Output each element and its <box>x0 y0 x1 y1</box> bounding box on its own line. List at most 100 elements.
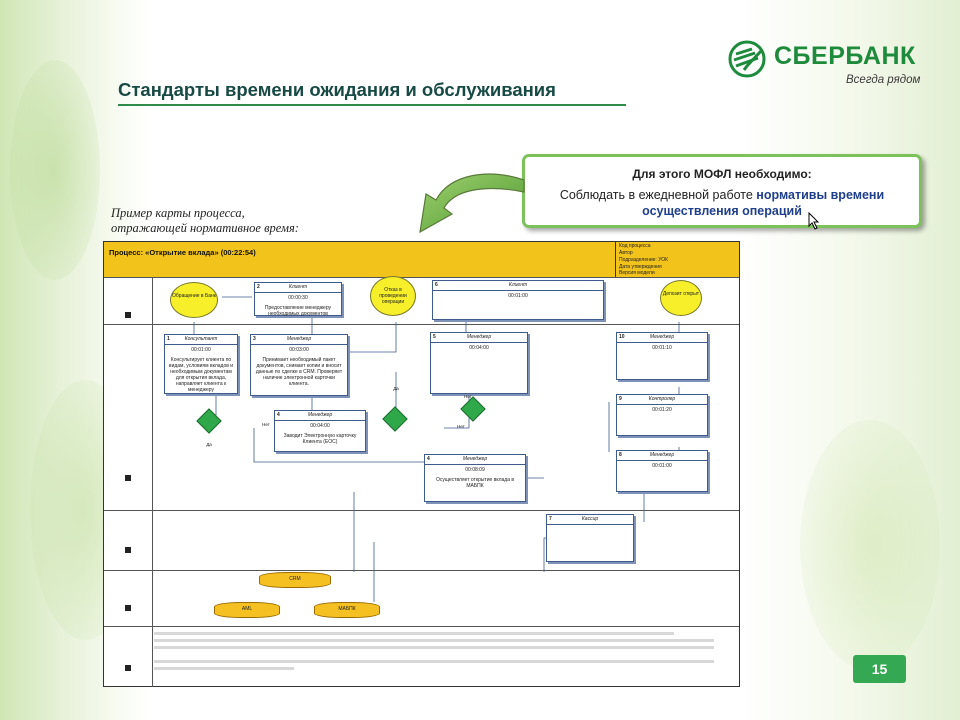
step-time: 00:08:09 <box>465 467 485 473</box>
step-time: 00:03:00 <box>289 347 309 353</box>
step-number: 4 <box>277 412 280 418</box>
step-time: 00:04:00 <box>469 345 489 351</box>
step-number: 2 <box>257 284 260 290</box>
step-role: Менеджер <box>617 451 707 461</box>
system-aml: AML <box>214 602 280 618</box>
step-text: Принимает необходимый пакет документов, … <box>255 357 343 387</box>
step-number: 9 <box>619 396 622 402</box>
step-number: 3 <box>253 336 256 342</box>
lane-label <box>104 627 153 687</box>
step-number: 7 <box>549 516 552 522</box>
step-box: Менеджер 10 00:01:10 <box>616 332 708 380</box>
step-number: 6 <box>435 282 438 288</box>
step-box: Менеджер 5 00:04:00 <box>430 332 528 394</box>
start-event: Обращение в Банк <box>170 282 218 318</box>
step-role: Клиент <box>255 283 341 293</box>
step-role: Контролер <box>617 395 707 405</box>
callout-text-bold: нормативы времени осуществления операций <box>642 188 885 218</box>
lane-glyph <box>125 475 131 481</box>
start-event-label: Обращение в Банк <box>172 293 216 299</box>
step-box: Клиент 6 00:01:00 <box>432 280 604 320</box>
meta-line: Дата утверждения <box>619 264 662 270</box>
step-role: Менеджер <box>431 333 527 343</box>
step-box: Контролер 9 00:01:20 <box>616 394 708 436</box>
meta-line: Код процесса <box>619 243 651 249</box>
decision-yes-label: Да <box>393 386 399 391</box>
step-box: Менеджер 8 00:01:00 <box>616 450 708 492</box>
footnote-line <box>154 667 294 670</box>
callout-text: Соблюдать в ежедневной работе нормативы … <box>543 187 901 219</box>
step-role: Клиент <box>433 281 603 291</box>
title-underline <box>118 104 626 106</box>
swimlane <box>104 277 739 325</box>
lane-glyph <box>125 547 131 553</box>
process-map: Процесс: «Открытие вклада» (00:22:54) Ко… <box>103 241 740 687</box>
swimlane <box>104 324 739 511</box>
swimlane <box>104 626 739 687</box>
step-box: Менеджер 4 00:04:00 Заводит Электронную … <box>274 410 366 452</box>
step-time: 00:01:10 <box>652 345 672 351</box>
step-text <box>617 415 707 419</box>
mouse-cursor-icon <box>808 212 820 230</box>
requirement-callout: Для этого МОФЛ необходимо: Соблюдать в е… <box>522 154 922 228</box>
example-note: Пример карты процесса, отражающей нормат… <box>111 206 299 236</box>
step-box: Менеджер 4 00:08:09 Осуществляет открыти… <box>424 454 526 502</box>
lane-glyph <box>125 665 131 671</box>
step-number: 4 <box>427 456 430 462</box>
example-note-line2: отражающей нормативное время: <box>111 221 299 235</box>
page-number: 15 <box>853 655 906 683</box>
meta-line: Подразделение: УОК <box>619 257 669 263</box>
step-box: Клиент 2 00:00:30 Предоставление менедже… <box>254 282 342 317</box>
process-meta: Код процесса Автор Подразделение: УОК Да… <box>616 242 739 277</box>
step-time: 00:04:00 <box>310 423 330 429</box>
curved-arrow-icon <box>419 173 525 234</box>
step-role: Менеджер <box>425 455 525 465</box>
step-role: Менеджер <box>275 411 365 421</box>
step-role: Консультант <box>165 335 237 345</box>
decision-no-label: Нет <box>262 422 270 427</box>
decision-no-label: Нет <box>457 424 465 429</box>
step-box: Консультант 1 00:01:00 Консультирует кли… <box>164 334 238 394</box>
lane-glyph <box>125 312 131 318</box>
lane-label <box>104 511 153 571</box>
step-text <box>617 471 707 475</box>
step-text <box>547 529 633 533</box>
step-time: 00:00:30 <box>288 295 308 301</box>
swimlane <box>104 510 739 571</box>
footnote-line <box>154 660 714 663</box>
end-event-label: Депозит открыт <box>662 291 700 297</box>
step-box: Кассир 7 <box>546 514 634 562</box>
step-time: 00:01:00 <box>191 347 211 353</box>
lane-label <box>104 325 153 511</box>
step-text <box>617 353 707 357</box>
brand-tagline: Всегда рядом <box>846 74 921 86</box>
example-note-line1: Пример карты процесса, <box>111 206 245 220</box>
step-role: Менеджер <box>617 333 707 343</box>
step-time: 00:01:20 <box>652 407 672 413</box>
sberbank-logo-icon <box>728 40 766 78</box>
background-foliage-blot <box>800 420 940 670</box>
meta-line: Версия модели <box>619 270 655 276</box>
step-number: 10 <box>619 334 625 340</box>
step-text: Предоставление менеджеру необходимых док… <box>264 305 332 317</box>
lane-label <box>104 571 153 627</box>
step-box: Менеджер 3 00:03:00 Принимает необходимы… <box>250 334 348 396</box>
lane-glyph <box>125 605 131 611</box>
lane-label <box>104 278 153 325</box>
end-event: Депозит открыт <box>660 280 702 316</box>
step-number: 1 <box>167 336 170 342</box>
meta-line: Автор <box>619 250 633 256</box>
step-role: Менеджер <box>251 335 347 345</box>
step-text <box>433 301 603 305</box>
step-number: 5 <box>433 334 436 340</box>
process-header: Процесс: «Открытие вклада» (00:22:54) <box>104 242 616 277</box>
callout-text-plain: Соблюдать в ежедневной работе <box>559 188 757 202</box>
footnote-line <box>154 639 714 642</box>
step-time: 00:01:00 <box>652 463 672 469</box>
process-title: Процесс: «Открытие вклада» (00:22:54) <box>109 248 256 257</box>
background-foliage-right <box>740 0 960 720</box>
step-text <box>431 353 527 357</box>
decision-no-label: Нет <box>464 394 472 399</box>
callout-heading: Для этого МОФЛ необходимо: <box>632 167 812 181</box>
system-crm: CRM <box>259 572 331 588</box>
